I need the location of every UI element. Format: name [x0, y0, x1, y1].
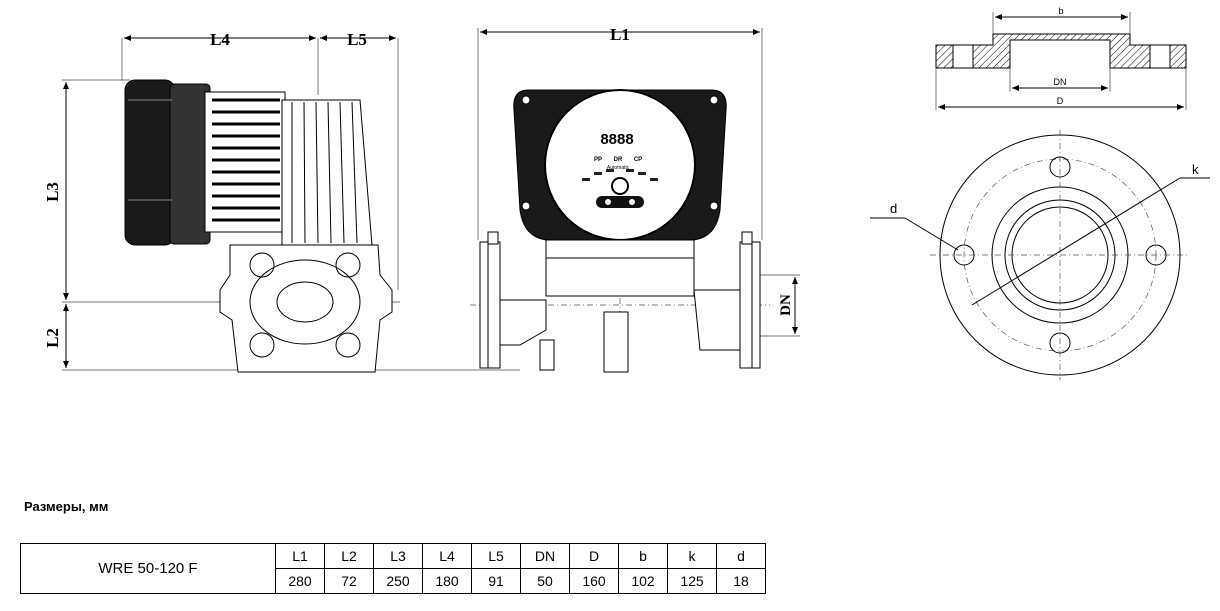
value-cell: 18 — [716, 568, 766, 594]
pump-housing — [219, 244, 393, 373]
value-cell: 160 — [569, 568, 619, 594]
front-view: L1 DN 8888 PP DR CP Automatic — [470, 25, 800, 373]
value-cell: 50 — [520, 568, 570, 594]
control-head: 8888 PP DR CP Automatic — [513, 89, 727, 241]
label-dn-flange: DN — [1054, 77, 1067, 87]
value-cell: 91 — [471, 568, 521, 594]
technical-drawing: L4 L5 L3 L2 — [43, 6, 1210, 380]
dimensions-table: WRE 50-120 F L1 L2 L3 L4 L5 DN D b k d 2… — [20, 543, 766, 594]
value-cell: 72 — [324, 568, 374, 594]
display-digits: 8888 — [600, 131, 633, 148]
label-b: b — [1058, 6, 1063, 16]
mode-label-dr: DR — [614, 157, 623, 163]
label-d-hole: d — [890, 201, 897, 216]
pump-body-front — [479, 231, 761, 373]
model-name: WRE 50-120 F — [20, 543, 276, 594]
motor — [281, 99, 373, 246]
dimensions-caption: Размеры, мм — [24, 499, 109, 514]
flange-section: b DN D — [935, 6, 1187, 110]
flange-face: k d — [870, 130, 1210, 380]
value-cell: 250 — [373, 568, 423, 594]
label-l2: L2 — [43, 328, 62, 348]
mode-sub-label: Automatic — [607, 165, 630, 171]
header-cell: L1 — [275, 543, 325, 569]
header-cell: L2 — [324, 543, 374, 569]
table-row: 280 72 250 180 91 50 160 102 125 18 — [21, 568, 766, 594]
label-dn-front: DN — [778, 294, 794, 316]
table-row: WRE 50-120 F L1 L2 L3 L4 L5 DN D b k d — [20, 543, 766, 594]
label-l1: L1 — [610, 25, 630, 44]
value-cell: 180 — [422, 568, 472, 594]
value-cell: 280 — [275, 568, 325, 594]
mode-label-cp: CP — [634, 157, 642, 163]
side-view: L4 L5 L3 L2 — [43, 30, 520, 373]
label-d-outer: D — [1057, 96, 1064, 106]
header-cell: L5 — [471, 543, 521, 569]
mode-label-pp: PP — [594, 157, 602, 163]
label-l5: L5 — [347, 30, 367, 49]
value-cell: 102 — [618, 568, 668, 594]
header-cell: L3 — [373, 543, 423, 569]
control-knob — [611, 177, 629, 195]
led-arc — [582, 169, 658, 181]
header-cell: b — [618, 543, 668, 569]
header-cell: d — [716, 543, 766, 569]
header-cell: D — [569, 543, 619, 569]
leader-k — [971, 177, 1181, 306]
header-cell: k — [667, 543, 717, 569]
header-cell: L4 — [422, 543, 472, 569]
control-box — [124, 79, 286, 246]
header-cell: DN — [520, 543, 570, 569]
label-k: k — [1192, 162, 1199, 177]
value-cell: 125 — [667, 568, 717, 594]
label-l3: L3 — [43, 182, 62, 202]
label-l4: L4 — [210, 30, 230, 49]
